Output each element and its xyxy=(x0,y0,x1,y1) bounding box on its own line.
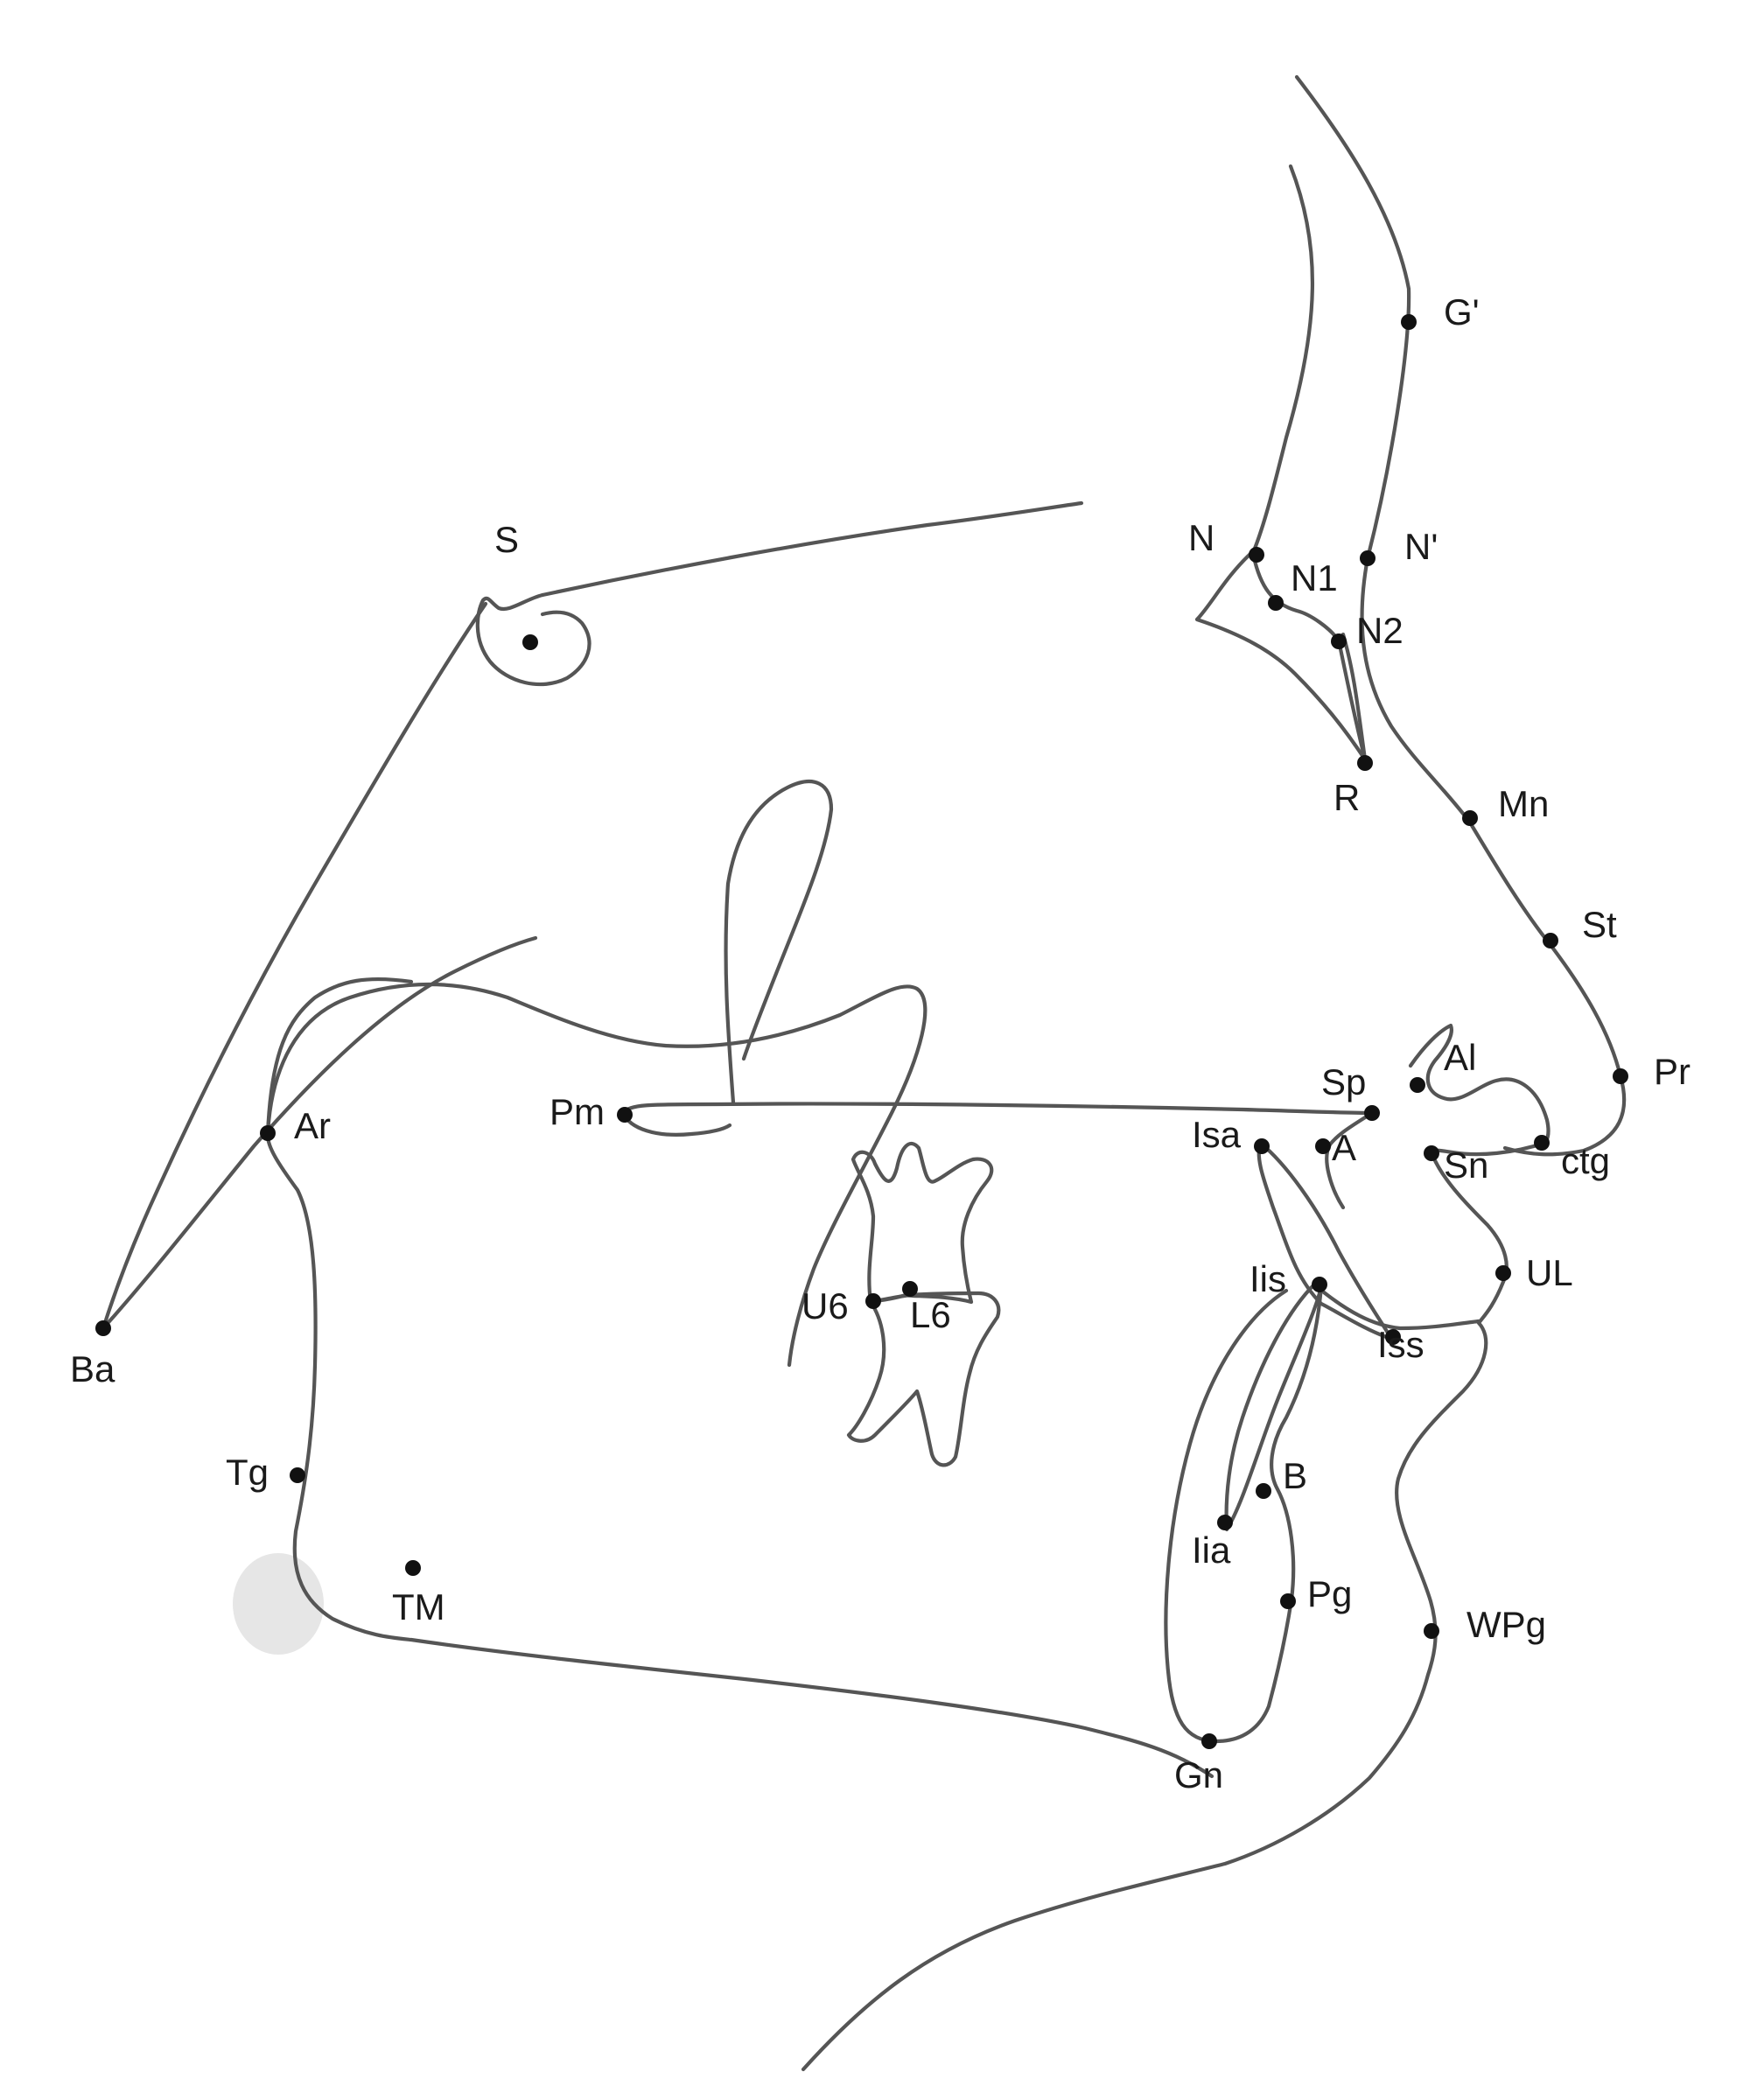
sella-turcica-clivus xyxy=(475,592,592,687)
landmark-label-sp: Sp xyxy=(1321,1061,1366,1102)
landmark-dot-al xyxy=(1410,1077,1425,1093)
landmark-dot-mn xyxy=(1462,810,1478,826)
mandible-outline xyxy=(265,976,1214,1779)
nasal-bone-tip xyxy=(1194,550,1368,762)
landmark-dot-r xyxy=(1357,755,1373,771)
landmark-dot-g-soft xyxy=(1401,314,1417,330)
landmark-label-n: N xyxy=(1188,517,1214,558)
landmark-dot-pg xyxy=(1280,1593,1296,1609)
soft-tissue-profile-lower xyxy=(801,1140,1548,2072)
alar-outline xyxy=(1408,1023,1550,1151)
nasal-bone xyxy=(1250,164,1368,762)
anterior-cranial-base xyxy=(540,500,1084,598)
lower-molar xyxy=(846,1291,1001,1467)
landmark-dot-iss xyxy=(1385,1329,1401,1345)
landmark-dot-a xyxy=(1315,1138,1331,1154)
landmark-label-isa: Isa xyxy=(1192,1114,1242,1155)
landmark-label-pm: Pm xyxy=(550,1091,605,1132)
landmark-dot-st xyxy=(1543,933,1558,948)
palate-posterior xyxy=(620,1110,732,1137)
landmark-label-ul: UL xyxy=(1526,1252,1573,1293)
landmark-dot-tm xyxy=(405,1560,421,1576)
landmark-dot-ul xyxy=(1495,1265,1511,1281)
landmark-label-pg: Pg xyxy=(1307,1573,1352,1614)
landmark-label-wpg: WPg xyxy=(1466,1604,1546,1645)
soft-tissue-profile-upper xyxy=(1294,74,1627,1157)
landmark-dot-sn xyxy=(1424,1145,1439,1161)
landmark-dot-sp xyxy=(1364,1105,1380,1121)
landmark-label-iia: Iia xyxy=(1192,1530,1231,1571)
landmark-label-iss: Iss xyxy=(1377,1324,1424,1365)
landmark-label-r: R xyxy=(1334,777,1360,818)
landmark-dot-iis xyxy=(1312,1277,1327,1292)
landmark-dot-iia xyxy=(1217,1515,1233,1530)
landmark-dot-ba xyxy=(95,1320,111,1336)
contour-lines xyxy=(101,74,1627,2072)
landmark-label-u6: U6 xyxy=(802,1285,849,1326)
landmark-label-l6: L6 xyxy=(910,1294,951,1335)
landmark-label-n-soft: N' xyxy=(1404,526,1438,567)
landmark-dot-tg xyxy=(290,1467,305,1483)
symphysis xyxy=(1164,1284,1324,1744)
upper-lip-contour xyxy=(1312,1282,1481,1331)
smudge-mark xyxy=(233,1553,324,1655)
landmark-label-n2: N2 xyxy=(1356,610,1404,651)
landmark-label-iis: Iis xyxy=(1250,1258,1286,1299)
landmark-label-ctg: ctg xyxy=(1561,1140,1610,1181)
landmark-label-tg: Tg xyxy=(226,1452,269,1493)
landmark-label-g-soft: G' xyxy=(1444,291,1480,332)
landmark-label-a: A xyxy=(1332,1127,1356,1168)
landmark-dot-isa xyxy=(1254,1138,1270,1154)
landmark-label-s: S xyxy=(494,519,519,560)
landmark-dot-n-soft xyxy=(1360,550,1376,566)
landmark-dot-pr xyxy=(1613,1068,1628,1084)
landmark-label-gn: Gn xyxy=(1174,1754,1223,1796)
landmark-label-st: St xyxy=(1582,904,1617,945)
landmark-dot-pm xyxy=(617,1107,633,1123)
upper-molar xyxy=(850,1141,994,1305)
landmark-dot-gn xyxy=(1201,1733,1217,1749)
landmark-label-ba: Ba xyxy=(70,1348,116,1390)
maxilla-upper-contour xyxy=(265,982,928,1368)
landmark-label-mn: Mn xyxy=(1498,783,1549,824)
landmark-dot-n2 xyxy=(1331,634,1347,649)
upper-incisor xyxy=(1256,1140,1394,1341)
landmark-dot-ctg xyxy=(1534,1135,1550,1151)
landmark-label-b: B xyxy=(1283,1455,1307,1496)
landmark-label-al: Al xyxy=(1444,1037,1476,1078)
landmark-dot-u6 xyxy=(865,1293,881,1309)
pterygomaxillary-fissure xyxy=(724,780,834,1105)
basion-articulare-line xyxy=(101,935,538,1331)
landmark-dot-l6 xyxy=(902,1281,918,1297)
landmark-dot-wpg xyxy=(1424,1623,1439,1639)
landmark-dot-ar xyxy=(260,1125,276,1141)
landmark-label-tm: TM xyxy=(392,1586,445,1628)
landmark-label-pr: Pr xyxy=(1654,1051,1690,1092)
landmark-label-sn: Sn xyxy=(1444,1144,1488,1186)
landmark-label-ar: Ar xyxy=(294,1105,331,1146)
landmark-label-n1: N1 xyxy=(1291,557,1338,598)
palatal-plane xyxy=(620,1102,1375,1116)
landmark-dot-n1 xyxy=(1268,595,1284,611)
landmark-dot-s xyxy=(522,634,538,650)
landmark-dot-n xyxy=(1249,547,1264,563)
landmark-dot-b xyxy=(1256,1483,1271,1499)
clivus xyxy=(101,601,488,1331)
